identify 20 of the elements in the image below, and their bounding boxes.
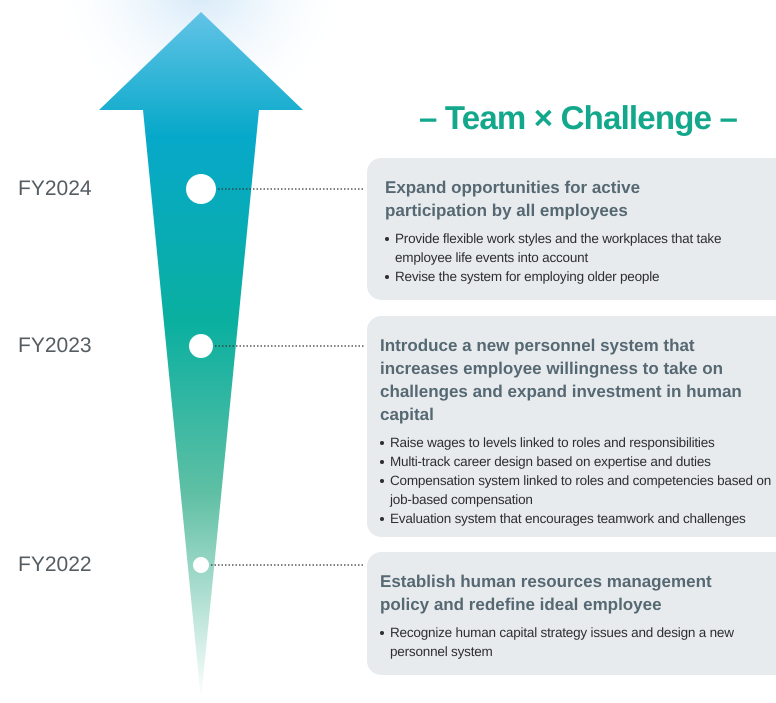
milestone-card [367, 158, 776, 300]
bullet-text: Recognize human capital strategy issues and design a new personnel system [390, 624, 735, 661]
card-heading: Expand opportunities for active participation by all employees [385, 177, 642, 222]
card-heading: Establish human resources management policy and redefine ideal employee [380, 571, 713, 616]
bullet-text: Raise wages to levels linked to roles and responsibilities [390, 434, 715, 452]
bullet-text: Multi-track career design based on expertise and duties [390, 453, 711, 471]
year-label: FY2024 [18, 178, 92, 199]
leader-line [211, 564, 365, 566]
bullet-text: Revise the system for employing older people [395, 268, 660, 286]
slogan-title: – Team × Challenge – [418, 98, 738, 138]
year-label: FY2023 [18, 335, 92, 356]
leader-line [215, 345, 365, 347]
leader-line [218, 188, 365, 190]
bullet-text: Provide flexible work styles and the workplaces that take employee life events into account [395, 230, 722, 267]
milestone-card [367, 316, 776, 537]
bullet-text: Compensation system linked to roles and competencies based on job-based compensation [390, 472, 772, 509]
milestone-card [367, 552, 776, 675]
year-label: FY2022 [18, 554, 92, 575]
bullet-text: Evaluation system that encourages teamwork and challenges [390, 510, 746, 528]
card-heading: Introduce a new personnel system that increases employee willingness to take on challenges and expand investment in human capital [380, 335, 743, 426]
